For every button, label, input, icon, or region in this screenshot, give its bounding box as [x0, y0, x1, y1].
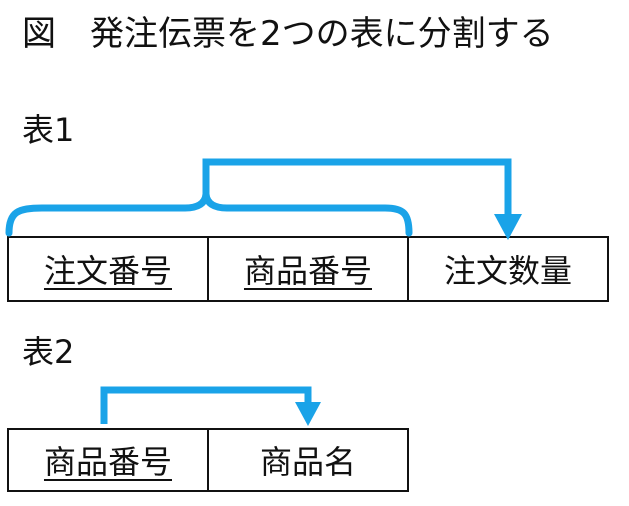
table2: 商品番号 商品名 [7, 428, 409, 492]
table1: 注文番号 商品番号 注文数量 [7, 236, 609, 302]
table1-cell-order-quantity: 注文数量 [443, 252, 572, 290]
table2-cell-product-number: 商品番号 [9, 430, 209, 490]
table1-dependency-line [202, 158, 512, 220]
table2-label: 表2 [22, 333, 75, 371]
table2-arrowhead [295, 402, 321, 426]
table1-key-brace [5, 193, 413, 237]
table2-cell-product-name: 商品名 [259, 443, 356, 481]
table1-cell-product-number: 商品番号 [209, 238, 409, 300]
table2-dependency-line [100, 386, 312, 424]
table1-label: 表1 [22, 111, 75, 149]
diagram-title: 図 発注伝票を2つの表に分割する [22, 14, 554, 54]
table1-arrowhead [494, 214, 522, 240]
table1-cell-order-number: 注文番号 [9, 238, 209, 300]
